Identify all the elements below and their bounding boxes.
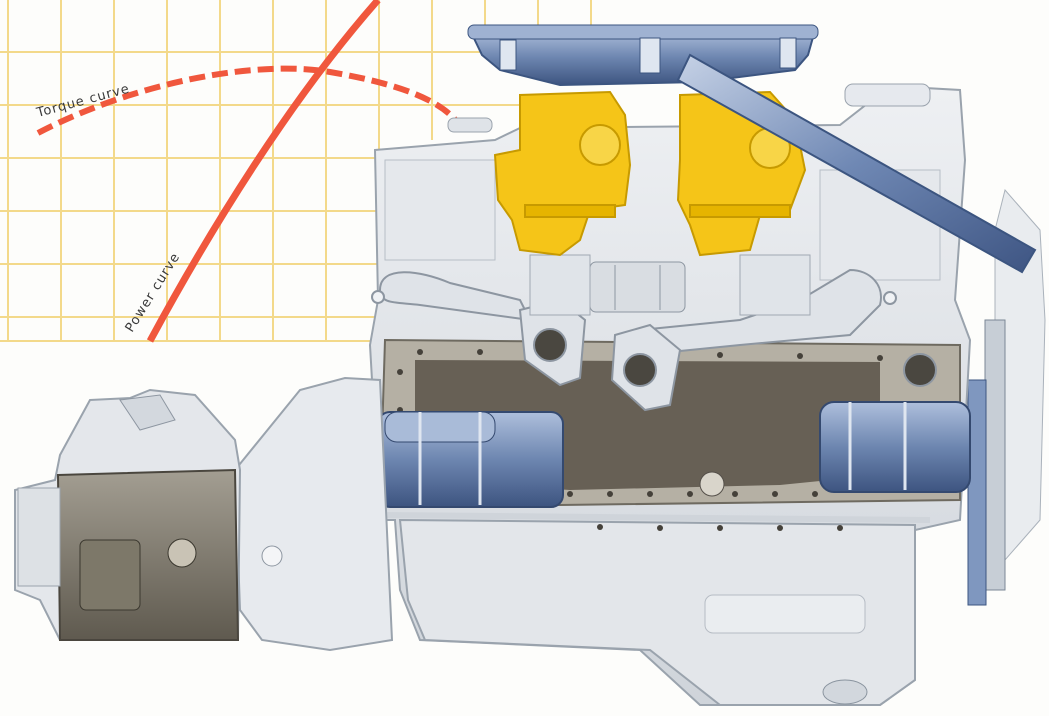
breather-pipe <box>676 53 1037 274</box>
oil-pan <box>398 518 916 706</box>
chart-grid <box>0 0 600 342</box>
intake-manifold <box>529 254 811 316</box>
torque-curve-line <box>36 65 461 136</box>
transmission <box>14 388 242 641</box>
exhaust-manifold <box>371 268 937 412</box>
oil-filler-cap <box>447 117 493 133</box>
bell-housing <box>233 376 394 652</box>
power-curve-line <box>146 0 381 343</box>
generator <box>819 401 971 493</box>
air-cleaner <box>467 24 819 87</box>
cooling-fan <box>967 188 1046 606</box>
starter-motor <box>377 411 564 508</box>
